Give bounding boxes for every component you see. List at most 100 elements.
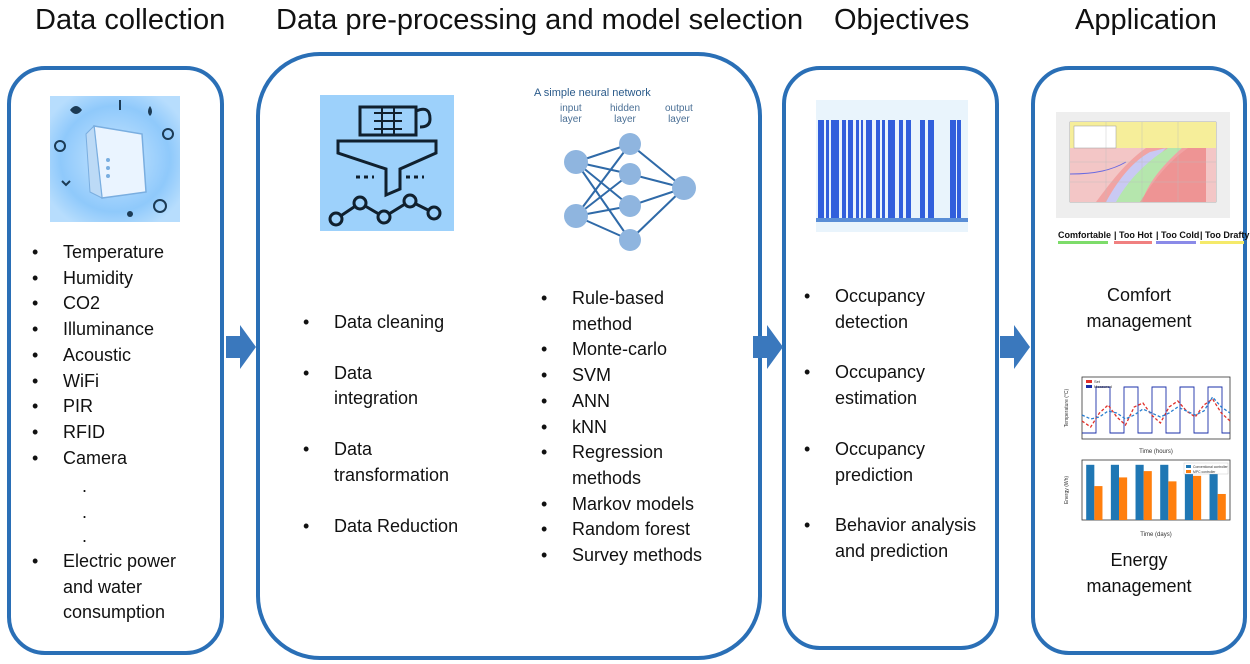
occupancy-stripe bbox=[826, 120, 829, 222]
temp-x-axis-label: Time (hours) bbox=[1139, 449, 1173, 455]
occupancy-stripe bbox=[866, 120, 872, 222]
list-item-line: Electric power bbox=[63, 551, 177, 571]
legend-too-cold: | Too Cold bbox=[1156, 230, 1199, 244]
occupancy-stripe bbox=[876, 120, 880, 222]
bar-mpc bbox=[1119, 477, 1128, 520]
collection-list: Temperature Humidity CO2 Illuminance Aco… bbox=[32, 240, 164, 471]
list-item: WiFi bbox=[32, 369, 164, 395]
list-item: Data transformation bbox=[303, 437, 458, 488]
list-item: Random forest bbox=[541, 517, 702, 543]
ellipsis-dot: . bbox=[82, 526, 88, 546]
temp-y-axis-label: Temperature (°C) bbox=[1064, 388, 1070, 427]
bar-mpc bbox=[1143, 471, 1152, 520]
bar-mpc bbox=[1217, 493, 1226, 520]
list-item: SVM bbox=[541, 363, 702, 389]
occupancy-stripe bbox=[888, 120, 895, 222]
legend-too-hot: | Too Hot bbox=[1114, 230, 1152, 244]
occupancy-stripe bbox=[920, 120, 925, 222]
list-item: Data Reduction bbox=[303, 514, 458, 540]
occupancy-stripe bbox=[899, 120, 903, 222]
occupancy-signal-image bbox=[816, 100, 968, 232]
occupancy-stripe bbox=[906, 120, 911, 222]
bar-conventional bbox=[1086, 464, 1095, 520]
list-item: PIR bbox=[32, 394, 164, 420]
measured-temperature-line-blue bbox=[1081, 395, 1231, 420]
list-item: CO2 bbox=[32, 291, 164, 317]
neural-network-diagram bbox=[564, 133, 696, 251]
temp-legend-set: Set bbox=[1094, 379, 1101, 384]
flow-arrow-2 bbox=[753, 325, 783, 369]
bar-mpc bbox=[1168, 481, 1177, 520]
list-item: Markov models bbox=[541, 492, 702, 518]
bar-conventional bbox=[1184, 472, 1193, 520]
occupancy-stripe bbox=[818, 120, 824, 222]
list-item: Illuminance bbox=[32, 317, 164, 343]
legend-too-drafty: | Too Drafty bbox=[1200, 230, 1249, 244]
bar-conventional bbox=[1135, 464, 1144, 520]
ellipsis-dot: . bbox=[82, 476, 88, 496]
occupancy-stripe bbox=[957, 120, 961, 222]
list-item-line: integration bbox=[334, 388, 419, 409]
preprocessing-steps: Data cleaning Data integration Data transf… bbox=[303, 310, 458, 539]
legend-comfortable: Comfortable bbox=[1058, 230, 1111, 244]
occupancy-stripe bbox=[882, 120, 885, 222]
temp-legend-measured: Measured bbox=[1094, 384, 1112, 389]
list-item-line: Data bbox=[334, 362, 373, 383]
list-item: Data integration bbox=[303, 361, 458, 412]
energy-legend-mpc: MPC controller bbox=[1193, 470, 1216, 474]
list-item: kNN bbox=[541, 415, 702, 441]
list-item: Acoustic bbox=[32, 343, 164, 369]
header-application: Application bbox=[1075, 4, 1217, 36]
occupancy-stripe bbox=[831, 120, 839, 222]
set-temperature-line bbox=[1082, 386, 1230, 434]
header-data-collection: Data collection bbox=[35, 4, 226, 36]
occupancy-stripe bbox=[856, 120, 859, 222]
collection-list-last: Electric power and water consumption bbox=[32, 549, 176, 626]
energy-x-axis-label: Time (days) bbox=[1140, 532, 1171, 538]
bar-mpc bbox=[1193, 475, 1202, 520]
comfort-chart bbox=[1056, 112, 1230, 218]
list-item-line: consumption bbox=[63, 602, 166, 623]
list-item: RFID bbox=[32, 420, 164, 446]
occupancy-stripe bbox=[842, 120, 846, 222]
list-item: Temperature bbox=[32, 240, 164, 266]
list-item-line: Data cleaning bbox=[334, 312, 445, 332]
occupancy-stripe bbox=[928, 120, 934, 222]
header-preprocessing: Data pre-processing and model selection bbox=[276, 4, 804, 36]
sensor-device-icon bbox=[50, 96, 180, 222]
occupancy-stripe bbox=[848, 120, 853, 222]
header-objectives: Objectives bbox=[834, 4, 970, 36]
comfort-legend: Comfortable | Too Hot | Too Cold | Too D… bbox=[1058, 230, 1249, 244]
energy-y-axis-label: Energy (Wh) bbox=[1064, 476, 1070, 504]
bar-mpc bbox=[1094, 486, 1103, 520]
measured-temperature-line-red bbox=[1081, 398, 1231, 428]
flow-arrow-3 bbox=[1000, 325, 1030, 369]
ellipsis-dot: . bbox=[82, 502, 88, 522]
energy-legend-conventional: Conventional controller bbox=[1193, 465, 1229, 469]
list-item: Humidity bbox=[32, 266, 164, 292]
list-item: Camera bbox=[32, 446, 164, 472]
bar-conventional bbox=[1110, 464, 1119, 520]
flow-arrow-1 bbox=[226, 325, 256, 369]
list-item-line: Data Reduction bbox=[334, 515, 459, 536]
occupancy-stripe bbox=[950, 120, 956, 222]
data-filter-icon bbox=[320, 95, 454, 231]
neural-net-title: A simple neural network bbox=[534, 87, 651, 99]
list-item-line: Data bbox=[334, 439, 373, 460]
bar-conventional bbox=[1209, 472, 1218, 520]
list-item-line: transformation bbox=[334, 464, 450, 485]
occupancy-stripe bbox=[861, 120, 863, 222]
